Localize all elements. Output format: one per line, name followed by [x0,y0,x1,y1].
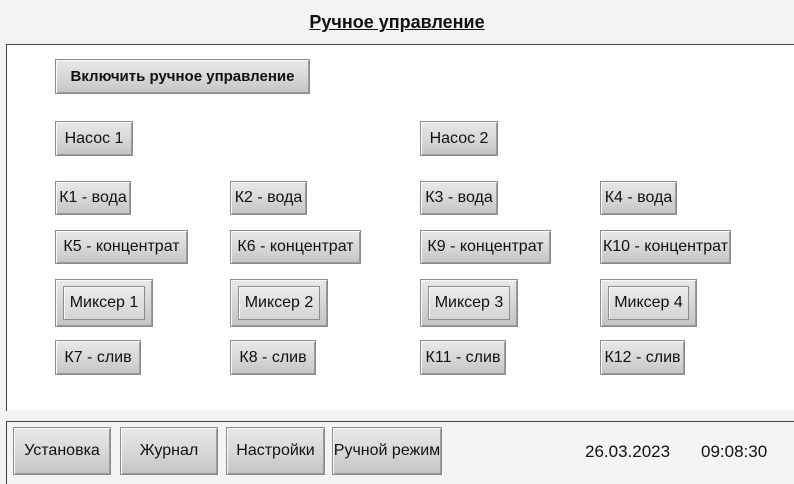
valve-k8-drain-button[interactable]: К8 - слив [230,340,316,375]
valve-k10-concentrate-button[interactable]: К10 - концентрат [600,230,731,264]
valve-k5-concentrate-button[interactable]: К5 - концентрат [55,230,188,264]
nav-settings-button[interactable]: Настройки [226,427,325,475]
valve-k12-drain-button[interactable]: К12 - слив [600,340,685,375]
mixer-2-label: Миксер 2 [238,286,320,320]
mixer-4-button[interactable]: Миксер 4 [600,279,697,327]
current-time: 09:08:30 [701,442,768,461]
mixer-4-label: Миксер 4 [608,286,689,320]
mixer-2-button[interactable]: Миксер 2 [230,279,328,327]
current-date: 26.03.2023 [585,442,671,461]
valve-k7-drain-button[interactable]: К7 - слив [55,340,141,375]
valve-k3-water-button[interactable]: К3 - вода [420,181,498,215]
valve-k1-water-button[interactable]: К1 - вода [55,181,131,215]
mixer-1-button[interactable]: Миксер 1 [55,279,153,327]
nav-setup-button[interactable]: Установка [13,427,111,475]
mixer-1-label: Миксер 1 [63,286,145,320]
enable-manual-control-button[interactable]: Включить ручное управление [55,59,310,94]
valve-k4-water-button[interactable]: К4 - вода [600,181,677,215]
page-title: Ручное управление [309,12,485,32]
nav-journal-button[interactable]: Журнал [120,427,218,475]
mixer-3-label: Миксер 3 [428,286,510,320]
valve-k9-concentrate-button[interactable]: К9 - концентрат [420,230,551,264]
valve-k6-concentrate-button[interactable]: К6 - концентрат [230,230,361,264]
pump-2-button[interactable]: Насос 2 [420,121,498,156]
valve-k2-water-button[interactable]: К2 - вода [230,181,307,215]
mixer-3-button[interactable]: Миксер 3 [420,279,518,327]
pump-1-button[interactable]: Насос 1 [55,121,133,156]
nav-manual-mode-button[interactable]: Ручной режим [332,427,442,475]
valve-k11-drain-button[interactable]: К11 - слив [420,340,506,375]
